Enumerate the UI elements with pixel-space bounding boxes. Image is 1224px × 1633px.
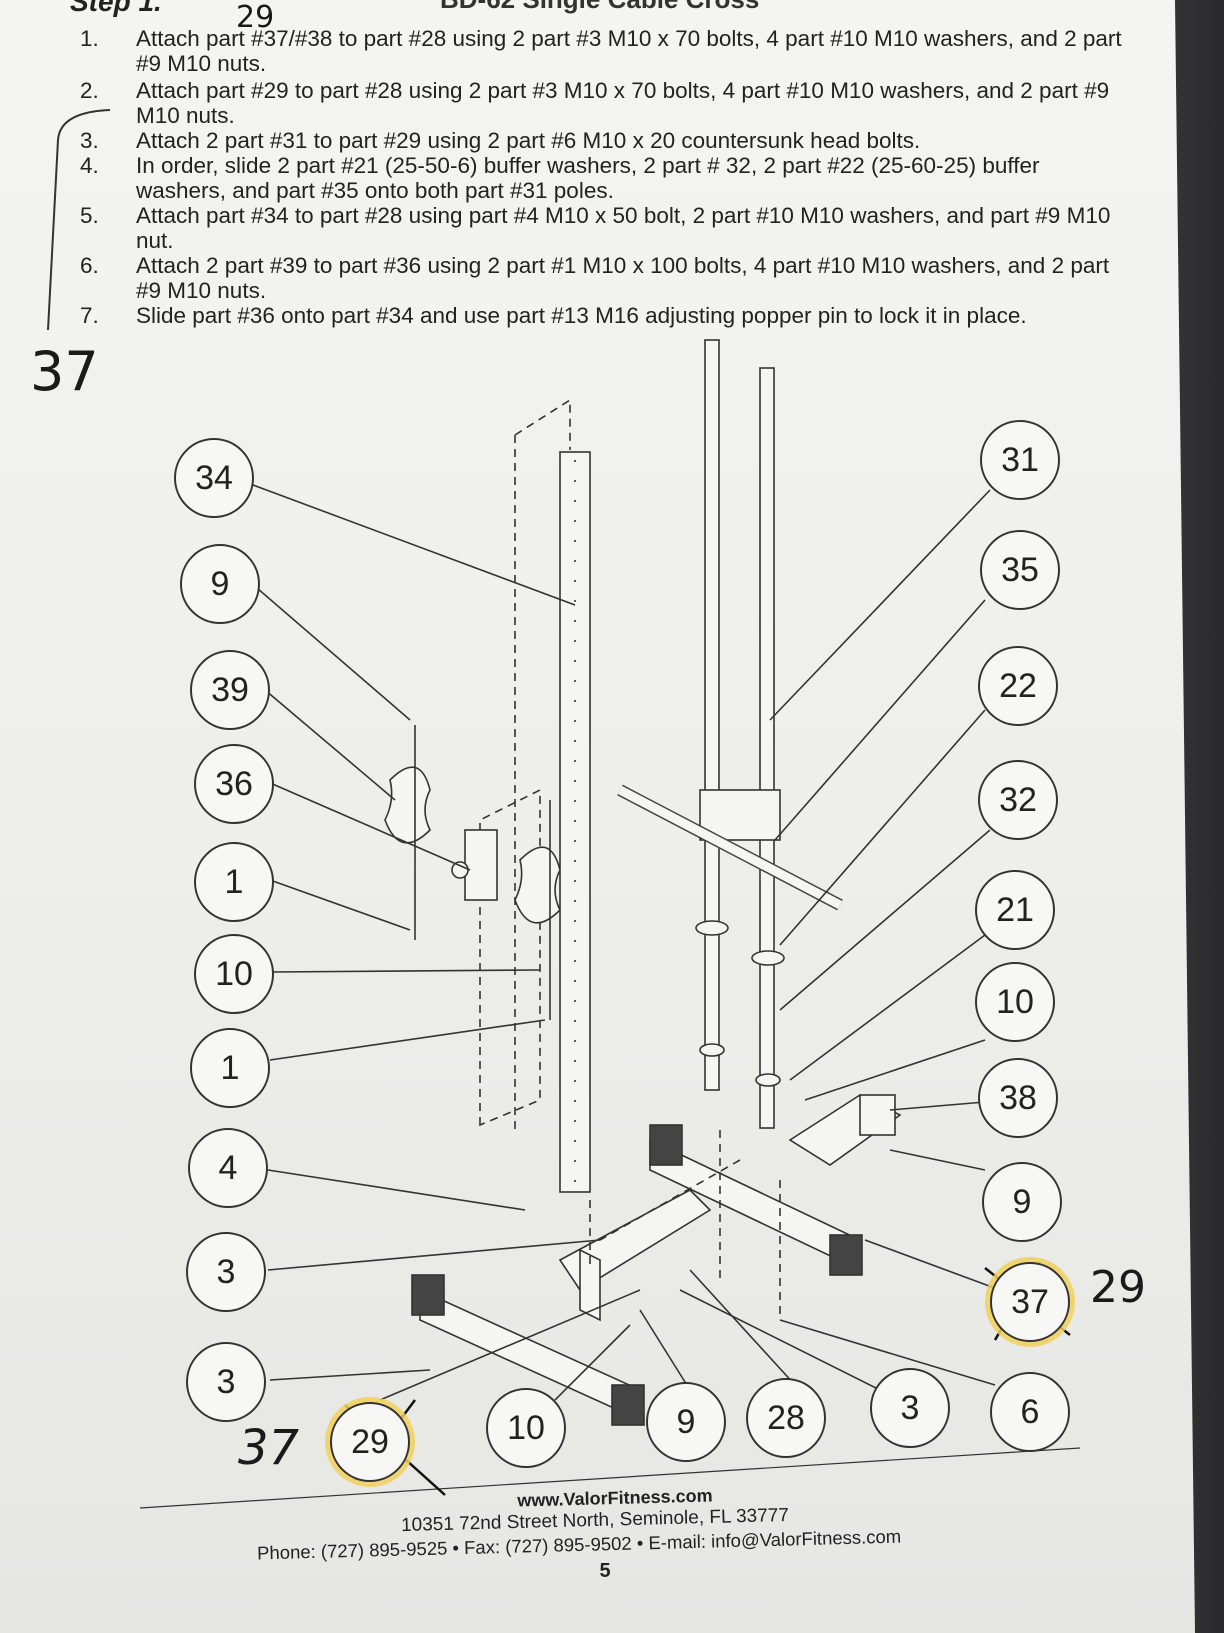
- step-item: 1. Attach part #37/#38 to part #28 using…: [70, 26, 1130, 76]
- step-number: 2.: [80, 78, 99, 103]
- callout-part: 3: [186, 1342, 266, 1422]
- step-text: Attach 2 part #31 to part #29 using 2 pa…: [136, 128, 921, 153]
- step-item: 3. Attach 2 part #31 to part #29 using 2…: [70, 128, 1130, 153]
- product-title: BD-62 Single Cable Cross: [440, 0, 759, 15]
- callout-part: 9: [982, 1162, 1062, 1242]
- callout-part: 9: [646, 1382, 726, 1462]
- step-item: 7. Slide part #36 onto part #34 and use …: [70, 303, 1130, 328]
- step-text: Slide part #36 onto part #34 and use par…: [136, 303, 1027, 328]
- callout-part-highlighted: 37: [990, 1262, 1070, 1342]
- step-number: 6.: [80, 253, 99, 278]
- callout-part: 39: [190, 650, 270, 730]
- pole-31b: [759, 367, 775, 1129]
- callout-part: 38: [978, 1058, 1058, 1138]
- step-text: Attach part #34 to part #28 using part #…: [136, 203, 1111, 253]
- callout-part: 9: [180, 544, 260, 624]
- step-text: In order, slide 2 part #21 (25-50-6) buf…: [136, 153, 1040, 203]
- callout-part: 1: [194, 842, 274, 922]
- step-title: Step 1.: [70, 0, 162, 17]
- step-number: 3.: [80, 128, 99, 153]
- step-item: 5. Attach part #34 to part #28 using par…: [70, 203, 1130, 253]
- step-text: Attach 2 part #39 to part #36 using 2 pa…: [136, 253, 1110, 303]
- callout-part: 3: [870, 1368, 950, 1448]
- handwritten-note-right: 29: [1090, 1262, 1146, 1313]
- footer-page-number: 5: [599, 1560, 611, 1582]
- callout-part: 35: [980, 530, 1060, 610]
- callout-part-highlighted: 29: [330, 1402, 410, 1482]
- step-item: 4. In order, slide 2 part #21 (25-50-6) …: [70, 153, 1130, 203]
- callout-part: 10: [194, 934, 274, 1014]
- callout-part: 1: [190, 1028, 270, 1108]
- step-text: Attach part #29 to part #28 using 2 part…: [136, 78, 1110, 128]
- step-item: 2. Attach part #29 to part #28 using 2 p…: [70, 78, 1130, 128]
- step-number: 7.: [80, 303, 99, 328]
- handwritten-note-bottom: 37: [238, 1420, 300, 1476]
- callout-part: 28: [746, 1378, 826, 1458]
- callout-part: 6: [990, 1372, 1070, 1452]
- handwritten-note-left: 37: [30, 340, 99, 403]
- callout-part: 4: [188, 1128, 268, 1208]
- step-text: Attach part #37/#38 to part #28 using 2 …: [136, 26, 1122, 76]
- callout-part: 3: [186, 1232, 266, 1312]
- callout-part: 34: [174, 438, 254, 518]
- callout-part: 10: [975, 962, 1055, 1042]
- callout-part: 31: [980, 420, 1060, 500]
- handwritten-note-top: 29: [236, 0, 275, 35]
- handwritten-bracket: [47, 109, 111, 331]
- callout-part: 22: [978, 646, 1058, 726]
- callout-part: 32: [978, 760, 1058, 840]
- step-item: 6. Attach 2 part #39 to part #36 using 2…: [70, 253, 1130, 303]
- step-list: 1. Attach part #37/#38 to part #28 using…: [70, 26, 1130, 328]
- callout-part: 21: [975, 870, 1055, 950]
- instruction-sheet: Step 1. BD-62 Single Cable Cross 1. Atta…: [0, 0, 1195, 1633]
- pole-31: [704, 339, 720, 1091]
- step-number: 4.: [80, 153, 99, 178]
- callout-part: 10: [486, 1388, 566, 1468]
- step-number: 5.: [80, 203, 99, 228]
- step-number: 1.: [80, 26, 99, 51]
- callout-part: 36: [194, 744, 274, 824]
